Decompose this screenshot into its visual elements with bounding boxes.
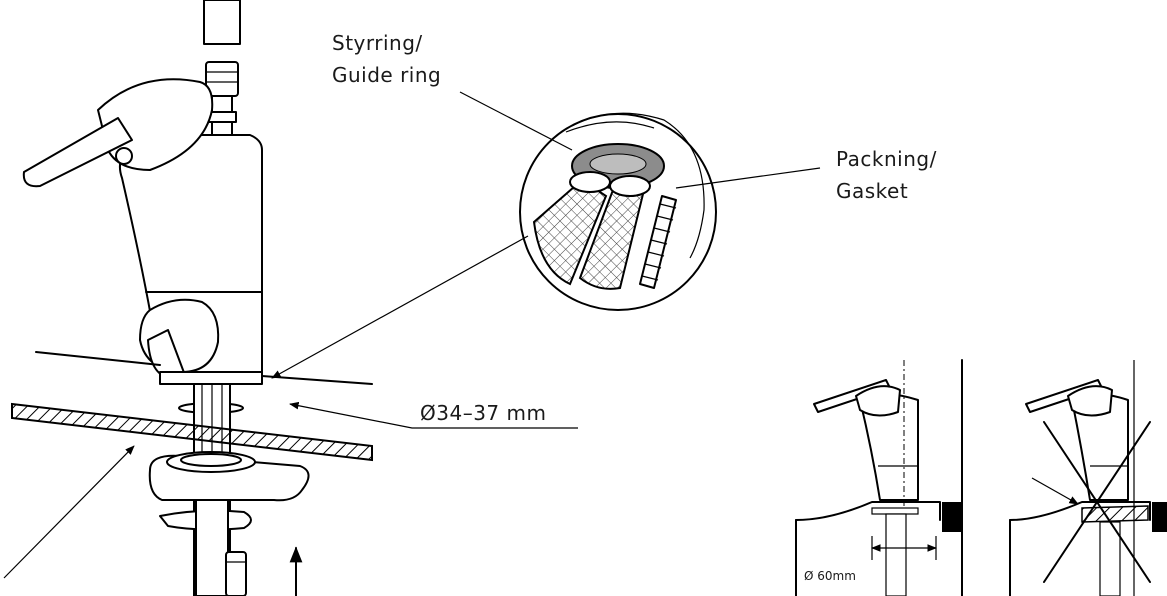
diameter-leader bbox=[289, 401, 578, 429]
incorrect-installation-diagram bbox=[1009, 360, 1167, 596]
gasket-leader bbox=[675, 167, 821, 189]
braided-hose-1 bbox=[532, 178, 608, 286]
label-diameter-60: Ø 60mm bbox=[804, 569, 856, 583]
countertop-arrow bbox=[3, 445, 135, 579]
mounting-bracket bbox=[148, 451, 310, 596]
guide-ring-leader bbox=[459, 91, 573, 151]
correct-installation-diagram: Ø 60mm bbox=[795, 359, 963, 596]
label-guide-ring-en: Guide ring bbox=[332, 63, 441, 87]
braided-hose-2 bbox=[578, 180, 646, 290]
label-gasket-sv: Packning/ bbox=[836, 147, 937, 171]
detail-zoom-circle bbox=[519, 112, 717, 311]
detail-pointer-arrow bbox=[271, 235, 529, 379]
countertop bbox=[11, 351, 373, 462]
label-guide-ring-sv: Styrring/ bbox=[332, 31, 423, 55]
label-diameter-range: Ø34–37 mm bbox=[420, 401, 546, 425]
label-gasket-en: Gasket bbox=[836, 179, 908, 203]
wrong-gasket bbox=[1081, 505, 1149, 523]
